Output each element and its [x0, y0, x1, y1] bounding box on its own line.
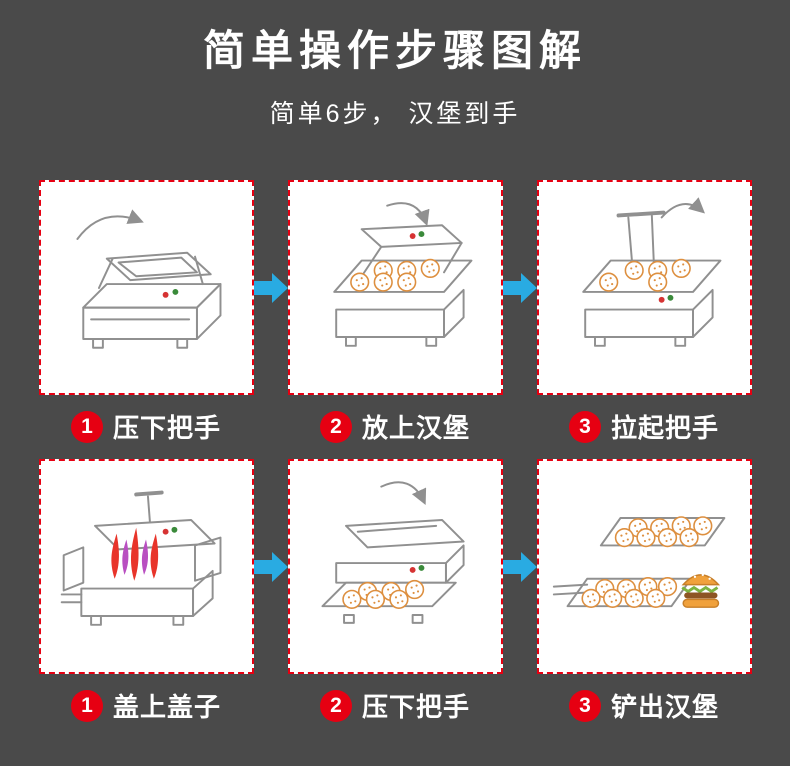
step-panel-1: [38, 180, 254, 396]
step-caption-4: 1 盖上盖子: [39, 687, 254, 724]
arrow-right-icon: [253, 551, 288, 583]
arrow-right-icon: [253, 272, 288, 304]
step-caption-5: 2 压下把手: [288, 687, 503, 724]
step-number-badge: 1: [70, 689, 103, 722]
machine-lid-closed-heating-illustration: [60, 490, 222, 626]
step-panel-4: [38, 459, 254, 675]
machine-tray-with-buns-illustration: [333, 202, 473, 347]
step-number-badge: 2: [319, 689, 352, 722]
step-label: 压下把手: [361, 692, 470, 723]
step-panel-3: [536, 180, 752, 396]
step-caption-6: 3 铲出汉堡: [537, 687, 752, 724]
step-label: 盖上盖子: [112, 692, 221, 723]
arrow-right-icon: [502, 551, 537, 583]
step-panel-2: [287, 180, 503, 396]
page-subtitle: 简单6步， 汉堡到手: [269, 100, 521, 129]
step-panel-6: [536, 459, 752, 675]
step-number-badge: 2: [319, 410, 352, 443]
page-title: 简单操作步骤图解: [202, 27, 587, 74]
step-panel-5: [287, 459, 503, 675]
machine-press-down-illustration: [321, 481, 465, 624]
step-number-badge: 3: [568, 689, 601, 722]
step-number-badge: 3: [568, 410, 601, 443]
trays-with-finished-burgers-illustration: [552, 516, 726, 608]
step-caption-1: 1 压下把手: [39, 408, 254, 445]
step-label: 拉起把手: [610, 413, 719, 444]
step-caption-3: 3 拉起把手: [537, 408, 752, 445]
steps-row-2-panels: [0, 459, 790, 675]
steps-row-1-panels: [0, 180, 790, 396]
step-number-badge: 1: [70, 410, 103, 443]
burger-icon: [681, 573, 721, 608]
steps-row-2-captions: 1 盖上盖子 2 压下把手 3 铲出汉堡: [0, 687, 790, 724]
machine-handle-raised-illustration: [582, 197, 722, 347]
steps-row-1-captions: 1 压下把手 2 放上汉堡 3 拉起把手: [0, 408, 790, 445]
step-label: 铲出汉堡: [610, 692, 719, 723]
machine-handle-pressed-illustration: [76, 209, 222, 349]
step-label: 放上汉堡: [361, 413, 470, 444]
header: 简单操作步骤图解 简单6步， 汉堡到手: [0, 0, 790, 130]
step-caption-2: 2 放上汉堡: [288, 408, 503, 445]
step-label: 压下把手: [112, 413, 221, 444]
arrow-right-icon: [502, 272, 537, 304]
